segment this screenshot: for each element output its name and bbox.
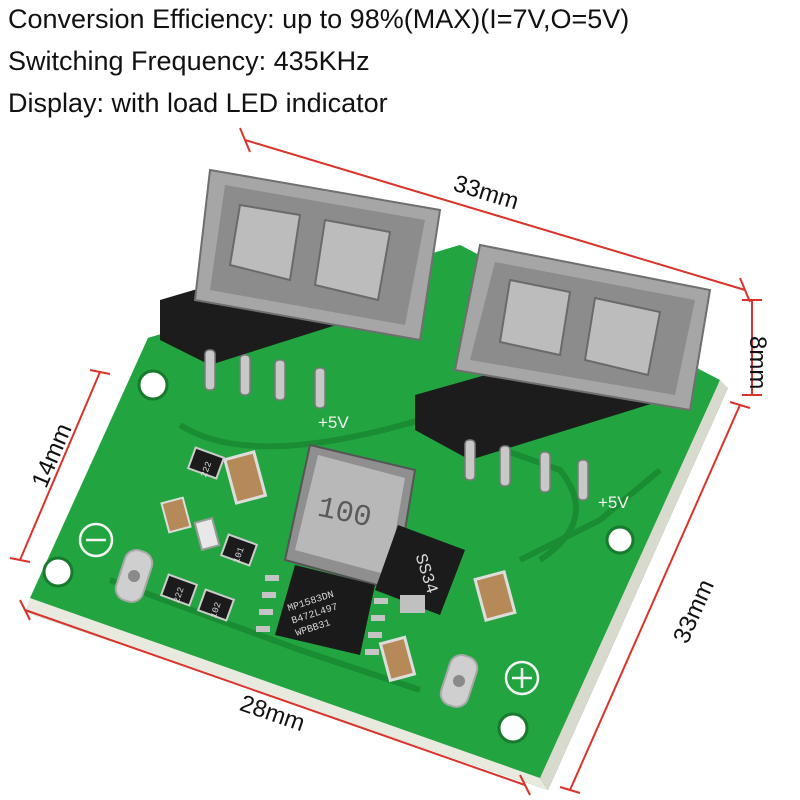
minus-symbol-icon xyxy=(78,522,114,558)
plus-symbol-icon xyxy=(504,660,540,696)
spec-display: Display: with load LED indicator xyxy=(8,88,388,118)
dimension-top-width: 33mm xyxy=(450,170,522,215)
ic-chip: MP1583DN B472L497 WPBB31 xyxy=(256,565,388,655)
dimension-lines xyxy=(9,127,762,796)
spec-frequency: Switching Frequency: 435KHz xyxy=(8,46,370,76)
dimension-left-depth: 14mm xyxy=(27,420,78,492)
usb-port-left xyxy=(160,168,442,409)
smd-components: 222 101 222 102 xyxy=(159,446,517,683)
usb-port-right xyxy=(415,243,712,501)
plus5v-label-left: +5V xyxy=(318,413,349,432)
plus5v-label-right: +5V xyxy=(598,493,629,512)
inductor: 100 xyxy=(283,443,417,592)
led-indicator-icon xyxy=(193,516,221,552)
spec-efficiency: Conversion Efficiency: up to 98%(MAX)(I=… xyxy=(8,4,630,34)
diode: SS34 xyxy=(375,525,465,615)
dimension-right-height: 8mm xyxy=(744,336,771,389)
dimension-right-length: 33mm xyxy=(668,576,720,648)
